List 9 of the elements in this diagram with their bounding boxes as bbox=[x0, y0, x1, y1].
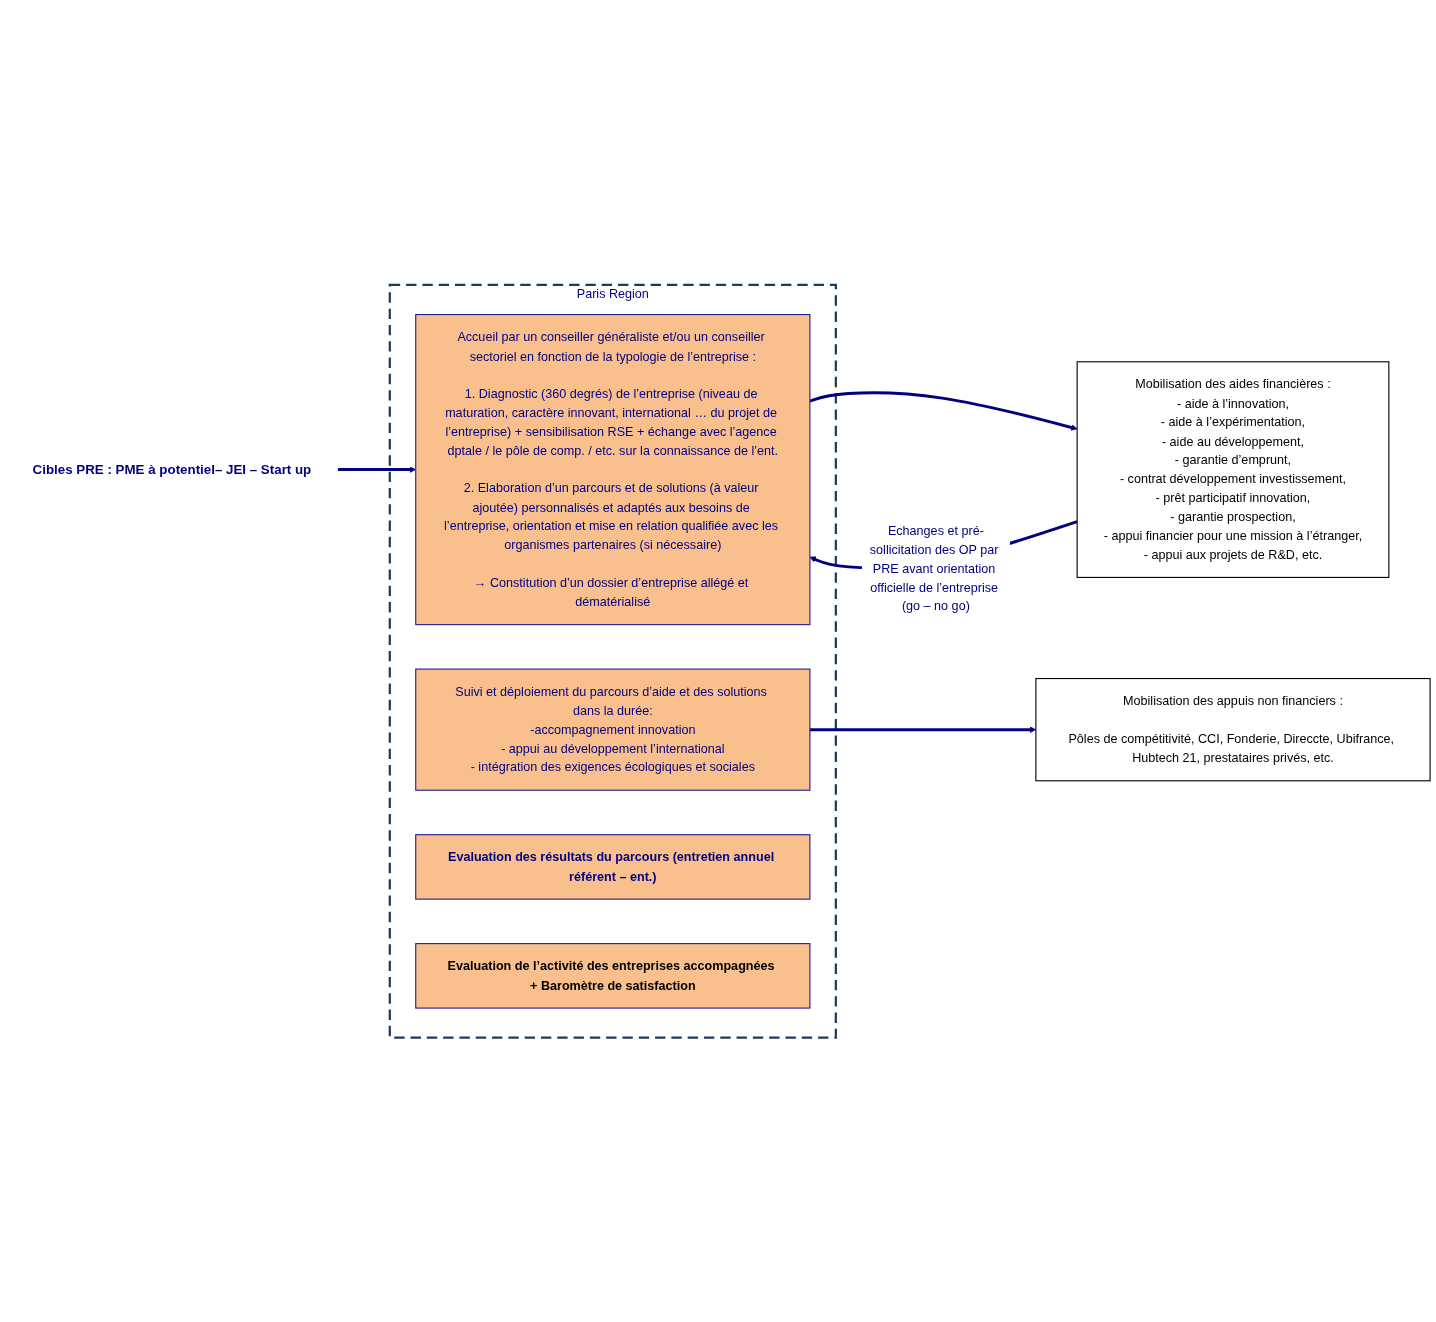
node-box: Evaluation des résultats du parcours (entretien annuel référent – ent.) bbox=[415, 833, 811, 900]
node-box: Evaluation de l’activité des entreprises accompagnées + Baromètre de satisfaction bbox=[415, 942, 811, 1009]
edge-label: Echanges et pré-sollicitation des OP par PRE avant orientation officielle de l’entreprise (go – no go) bbox=[869, 523, 999, 613]
node-box: Mobilisation des aides financières : - aide à l’innovation, - aide à l’expérimentation, - aide au développement, - garantie d’emprunt, - contrat développement investissement, - prêt participatif innovation, - garantie prospection, - appui financier pour une mission à l’étranger, - appui aux projets de R&D, etc. bbox=[1076, 360, 1390, 578]
node-box: Mobilisation des appuis non financiers : Pôles de compétitivité, CCI, Fonderie, Direccte, Ubifrance, Hubtech 21, prestataires privés, etc. bbox=[1035, 677, 1431, 782]
node-box: Accueil par un conseiller généraliste et/ou un conseiller sectoriel en fonction de la typologie de l’entreprise : 1. Diagnostic (360 degrés) de l’entreprise (niveau de maturation, caractère innovant, international … du projet de l’entreprise) + sensibilisation RSE + échange avec l’agence dptale / le pôle de comp. / etc. sur la connaissance de l’ent. 2. Elaboration d’un parcours et de solutions (à valeur ajoutée) personnalisés et adaptés aux besoins de l’entreprise, orientation et mise en relation qualifiée avec les organismes partenaires (si nécessaire) → Constitution d’un dossier d’entreprise allégé et dématérialisé bbox=[415, 313, 811, 625]
node-box: Suivi et déploiement du parcours d’aide et des solutions dans la durée: -accompagnement innovation - appui au développement l’international - intégration des exigences écologiques et sociales bbox=[415, 668, 811, 791]
node-text: Cibles PRE : PME à potentiel– JEI – Start up bbox=[32, 461, 312, 477]
arrow bbox=[809, 390, 1078, 431]
